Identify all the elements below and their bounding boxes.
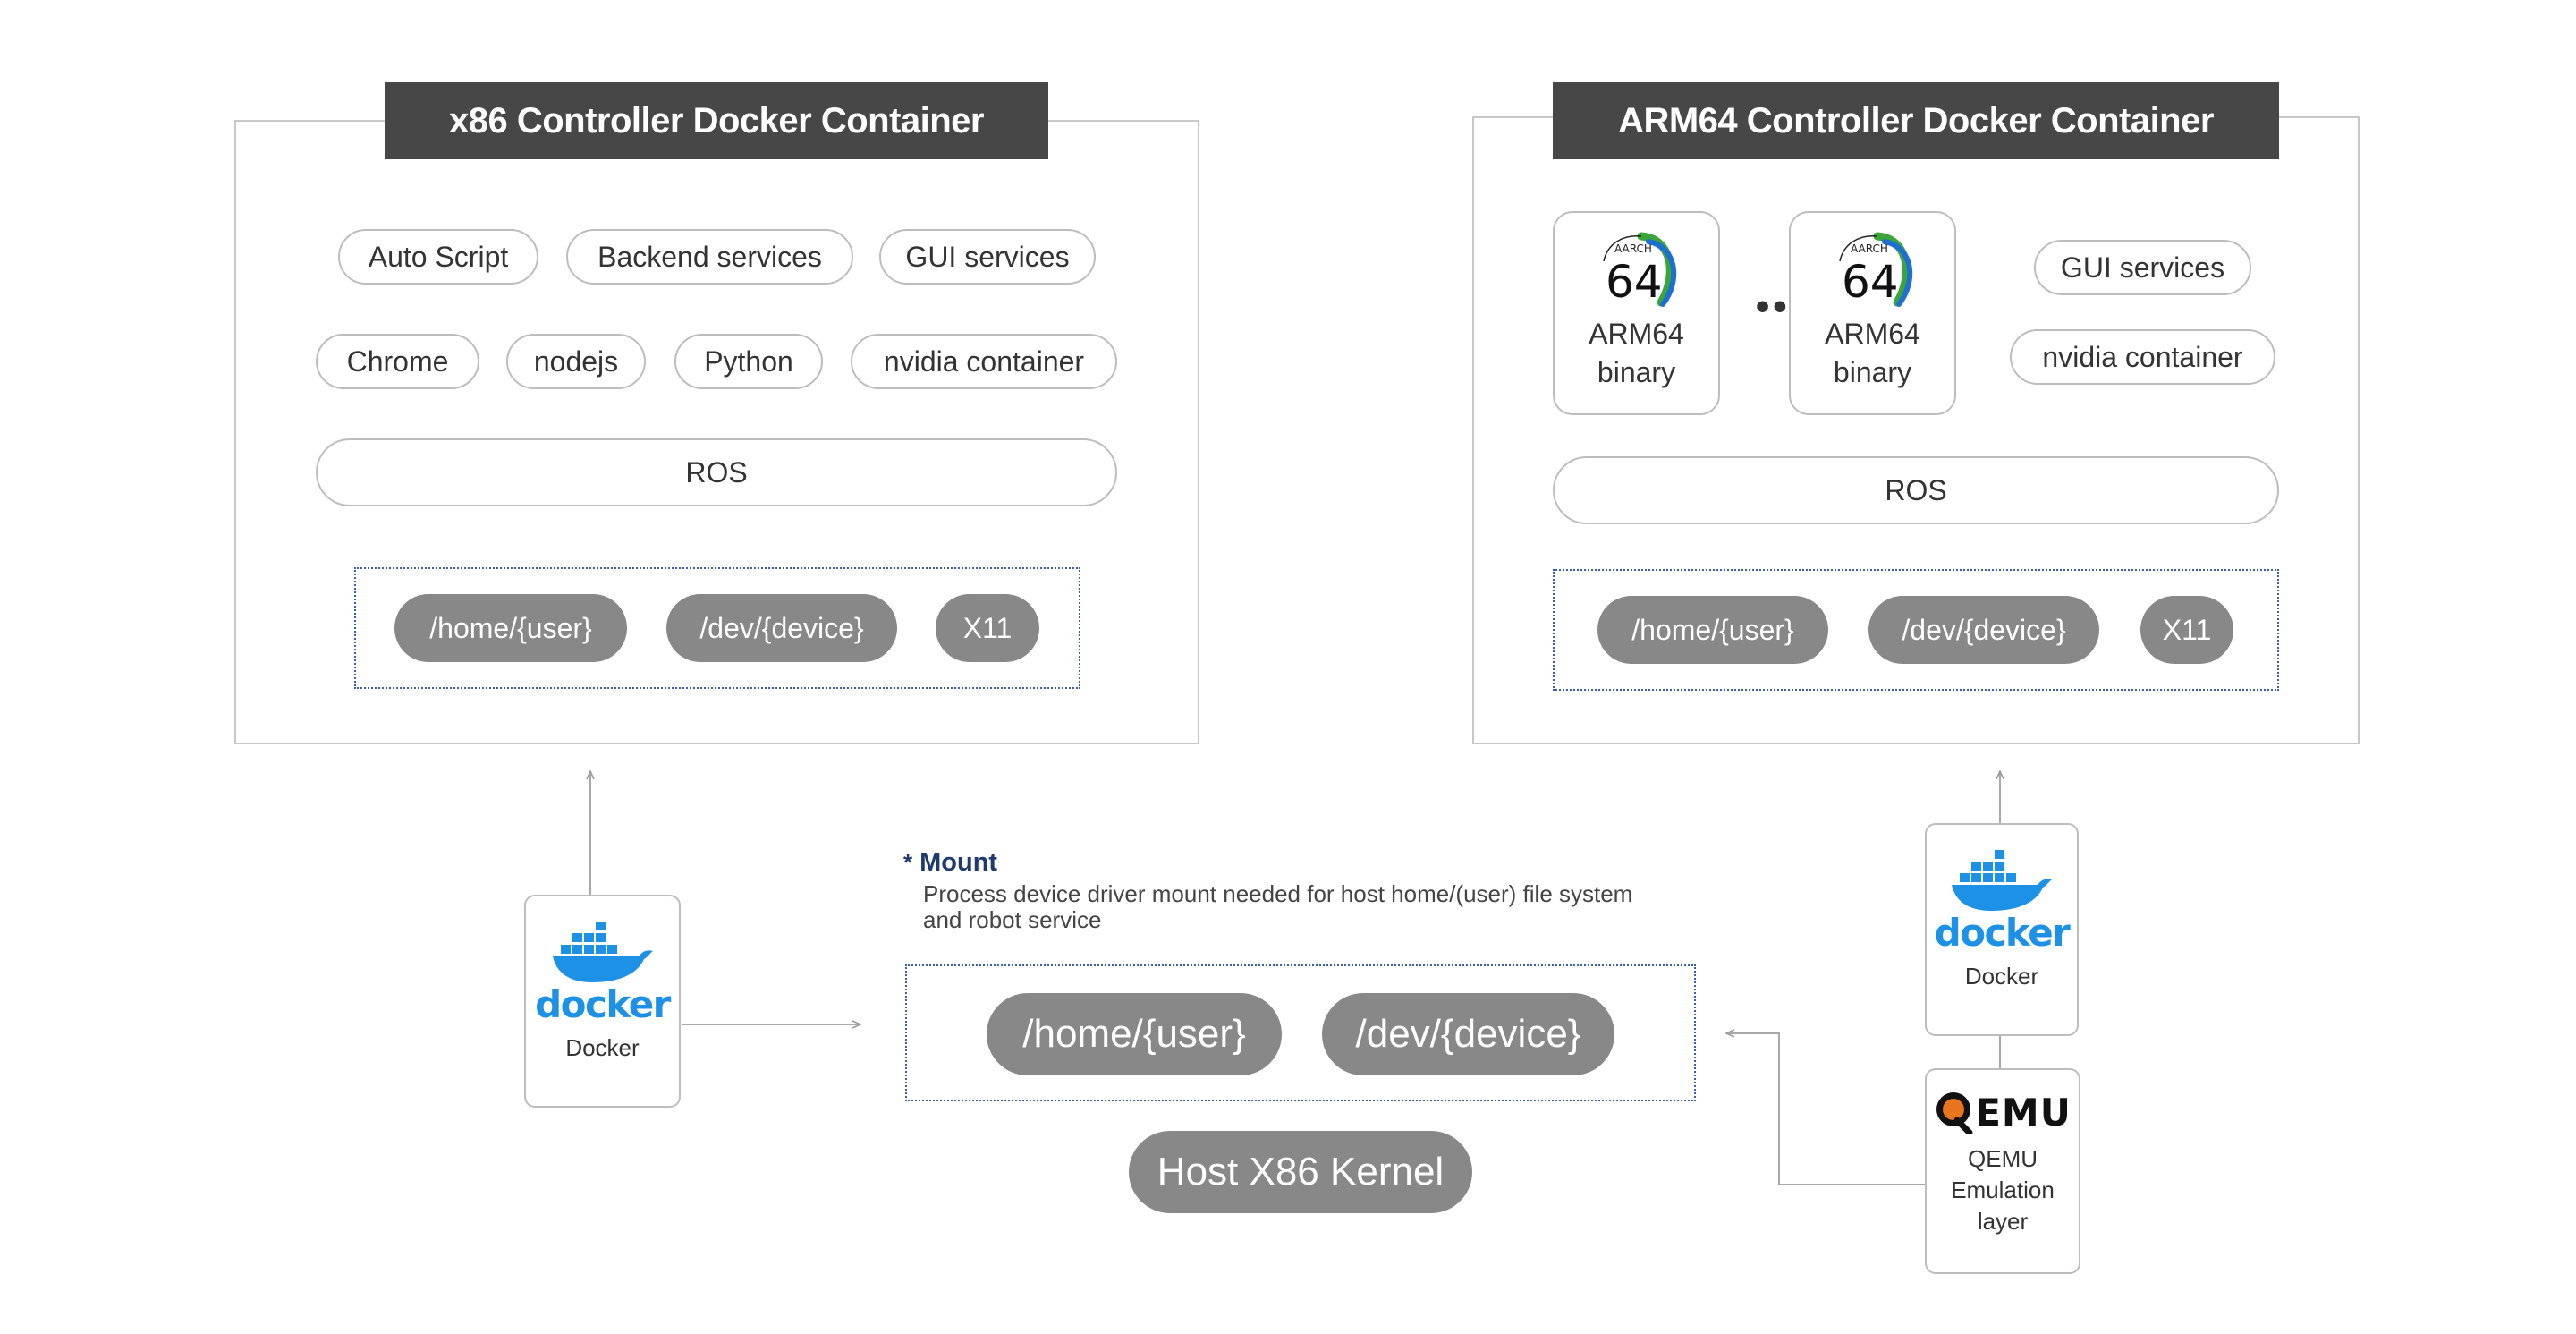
docker-left-label: Docker [565, 1034, 640, 1061]
x86-python-pill: Python [674, 334, 823, 389]
x86-ros-bar: ROS [316, 438, 1117, 506]
aarch64-logo-icon: AARCH 64 [1602, 232, 1676, 308]
host-mount-group [905, 964, 1696, 1101]
qemu-label-line1: QEMU [1968, 1145, 2038, 1172]
mount-note-line1: Process device driver mount needed for h… [923, 880, 1633, 907]
arm64-binary-card-2: AARCH 64 ARM64 binary [1789, 211, 1956, 415]
qemu-label-line3: layer [1977, 1208, 2029, 1235]
mount-note-title: Mount [919, 848, 998, 877]
host-dev-device-pill: /dev/{device} [1322, 993, 1614, 1075]
x86-backend-services-pill: Backend services [566, 229, 853, 285]
qemu-logo: EMU [1934, 1090, 2072, 1134]
x86-chrome-pill: Chrome [316, 334, 479, 389]
docker-card-right: docker Docker [1925, 823, 2079, 1036]
x86-container-title: x86 Controller Docker Container [385, 82, 1048, 159]
x86-dev-device-pill: /dev/{device} [666, 594, 897, 662]
host-kernel-pill: Host X86 Kernel [1129, 1131, 1472, 1213]
svg-text:AARCH: AARCH [1851, 242, 1888, 255]
mount-note-line2: and robot service [923, 906, 1102, 933]
svg-text:64: 64 [1842, 256, 1899, 308]
arm64-binary-label-2: ARM64 binary [1825, 315, 1920, 392]
arm64-binary-label-2-line2: binary [1833, 356, 1912, 388]
arm64-mount-group [1553, 569, 2279, 691]
arrow-qemu-to-mount [1726, 1033, 1925, 1185]
arm64-binary-label-1-line2: binary [1597, 356, 1676, 388]
arm64-nvidia-container-pill: nvidia container [2010, 329, 2275, 385]
docker-card-left: docker Docker [524, 895, 681, 1108]
arm64-home-user-pill: /home/{user} [1597, 596, 1828, 664]
arm64-dev-device-pill: /dev/{device} [1868, 596, 2099, 664]
x86-home-user-pill: /home/{user} [394, 594, 627, 662]
x86-nvidia-container-pill: nvidia container [851, 334, 1117, 389]
arm64-gui-services-pill: GUI services [2034, 240, 2251, 295]
arm64-container-title: ARM64 Controller Docker Container [1553, 82, 2279, 159]
docker-logo-text: docker [535, 982, 671, 1026]
x86-mount-group [354, 567, 1080, 689]
svg-text:64: 64 [1606, 256, 1663, 308]
qemu-logo-text: EMU [1975, 1090, 2072, 1134]
arm64-x11-pill: X11 [2140, 596, 2233, 664]
docker-whale-icon [1952, 850, 2052, 911]
x86-gui-services-pill: GUI services [879, 229, 1096, 285]
mount-note-star: * [903, 849, 913, 876]
arm64-binary-card-1: AARCH 64 ARM64 binary [1553, 211, 1720, 415]
docker-whale-icon [552, 922, 653, 982]
qemu-card: EMU QEMU Emulation layer [1925, 1068, 2080, 1274]
svg-text:AARCH: AARCH [1614, 242, 1652, 255]
arm64-binary-label-1-line1: ARM64 [1589, 318, 1684, 350]
aarch64-logo-icon: AARCH 64 [1838, 232, 1912, 308]
x86-nodejs-pill: nodejs [506, 334, 646, 389]
docker-logo-text: docker [1934, 911, 2071, 955]
qemu-label-line2: Emulation [1951, 1177, 2055, 1203]
x86-auto-script-pill: Auto Script [338, 229, 538, 285]
arm64-binary-label-1: ARM64 binary [1589, 315, 1684, 392]
x86-x11-pill: X11 [936, 594, 1039, 662]
docker-right-label: Docker [1964, 963, 2039, 990]
arm64-ros-bar: ROS [1553, 456, 2279, 524]
arm64-binary-label-2-line1: ARM64 [1825, 318, 1920, 350]
mount-note: * Mount Process device driver mount need… [903, 848, 1708, 933]
qemu-q-icon [1936, 1092, 1973, 1134]
host-home-user-pill: /home/{user} [987, 993, 1282, 1075]
qemu-label: QEMU Emulation layer [1951, 1143, 2055, 1237]
